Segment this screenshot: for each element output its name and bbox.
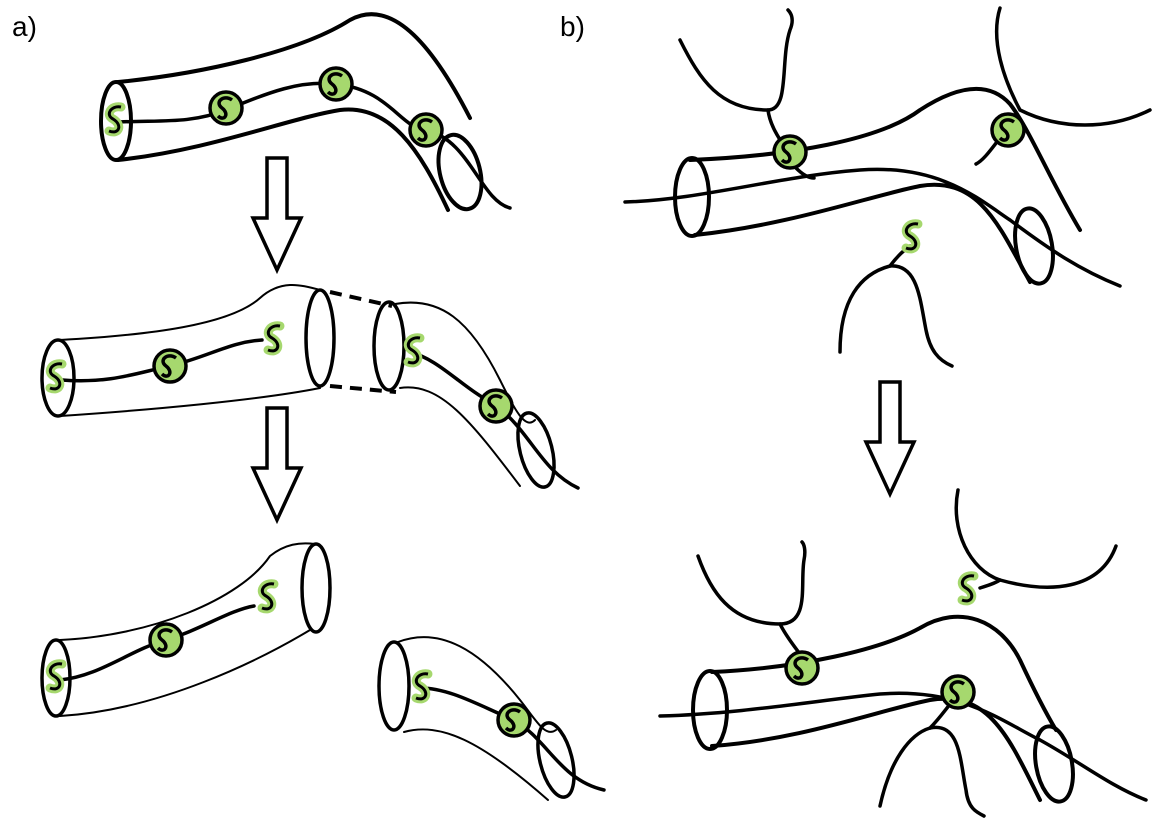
down-arrow-icon xyxy=(253,158,301,270)
intact-tube-top xyxy=(101,14,510,214)
open-bead-icon xyxy=(408,338,420,363)
cut-tube-left xyxy=(42,285,334,416)
s-bead-icon xyxy=(150,624,182,656)
open-bead-icon xyxy=(109,107,121,132)
open-bead-icon xyxy=(906,224,918,249)
open-bead-icon xyxy=(50,364,62,389)
down-arrow-icon xyxy=(866,382,914,494)
s-bead-icon xyxy=(498,704,530,736)
open-bead-icon xyxy=(268,326,280,351)
s-bead-icon xyxy=(320,68,352,100)
s-bead-icon xyxy=(154,350,186,382)
separated-tube-left xyxy=(42,543,330,716)
panel-a-label: a) xyxy=(12,11,37,42)
s-bead-icon xyxy=(942,676,974,708)
cut-tube-right xyxy=(374,302,578,491)
open-bead-icon xyxy=(262,584,274,609)
s-bead-icon xyxy=(992,114,1024,146)
tube-with-chains-top xyxy=(625,8,1150,366)
s-bead-icon xyxy=(210,92,242,124)
s-bead-icon xyxy=(410,114,442,146)
down-arrow-icon xyxy=(253,408,301,520)
s-bead-icon xyxy=(480,390,512,422)
s-bead-icon xyxy=(774,136,806,168)
open-bead-icon xyxy=(962,576,974,601)
cut-gap-dashes xyxy=(330,292,396,392)
panel-b-label: b) xyxy=(560,11,585,42)
s-bead-icon xyxy=(786,652,818,684)
separated-tube-right xyxy=(379,637,604,801)
open-bead-icon xyxy=(416,674,428,699)
tube-with-chains-bottom xyxy=(660,490,1146,816)
open-bead-icon xyxy=(50,664,62,689)
